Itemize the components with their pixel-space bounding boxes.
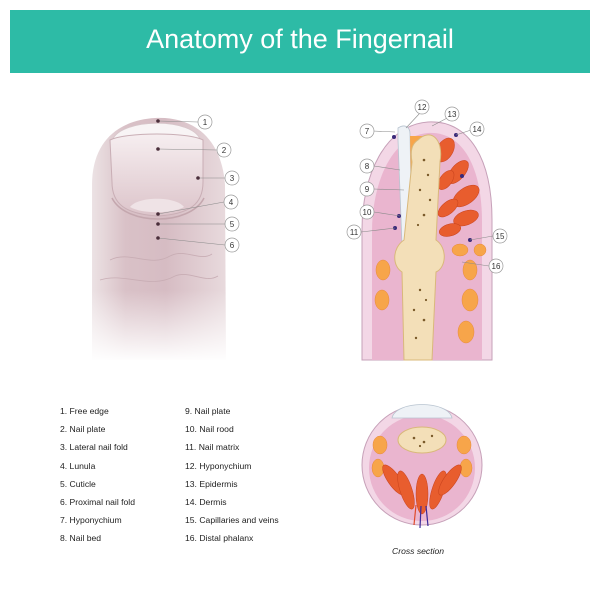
finger-callouts: 1 2 3 4 5 6 xyxy=(197,114,240,253)
section-callout-12: 12 xyxy=(414,99,430,115)
svg-text:13: 13 xyxy=(448,110,457,119)
svg-text:12: 12 xyxy=(418,103,427,112)
svg-text:1: 1 xyxy=(203,118,208,127)
finger-callout-1: 1 xyxy=(197,114,213,130)
svg-text:11: 11 xyxy=(350,228,359,237)
section-callout-7: 7 xyxy=(359,123,375,139)
skin-crease xyxy=(99,274,219,282)
distal-phalanx xyxy=(394,134,445,361)
legend-item: 3. Lateral nail fold xyxy=(60,442,128,453)
legend-item: 4. Lunula xyxy=(60,460,96,471)
cross-section-caption: Cross section xyxy=(392,546,445,556)
svg-text:4: 4 xyxy=(229,198,234,207)
cross-section xyxy=(361,404,483,529)
cross-marrow xyxy=(412,434,434,448)
svg-text:2: 2 xyxy=(222,146,227,155)
section-callout-8: 8 xyxy=(359,158,375,174)
svg-text:16: 16 xyxy=(492,262,501,271)
legend-item: 15. Capillaries and veins xyxy=(185,515,279,526)
cross-phalanx xyxy=(397,426,447,454)
svg-text:6: 6 xyxy=(230,241,235,250)
legend-item: 7. Hyponychium xyxy=(60,515,122,526)
svg-text:10: 10 xyxy=(363,208,372,217)
legend-right: 9. Nail plate 10. Nail rood 11. Nail mat… xyxy=(185,402,279,548)
legend-left: 1. Free edge 2. Nail plate 3. Lateral na… xyxy=(60,402,135,548)
cross-dermis xyxy=(369,415,475,521)
title-banner: Anatomy of the Fingernail xyxy=(10,10,590,73)
legend-item: 8. Nail bed xyxy=(60,533,102,544)
svg-text:14: 14 xyxy=(473,125,482,134)
finger-callout-2: 2 xyxy=(216,142,232,158)
legend-item: 9. Nail plate xyxy=(185,406,231,416)
legend-item: 14. Dermis xyxy=(185,496,227,507)
finger-fade xyxy=(88,290,230,362)
section-callout-15: 15 xyxy=(492,228,508,244)
page-title: Anatomy of the Fingernail xyxy=(146,24,454,54)
section-callout-16: 16 xyxy=(488,258,504,274)
cross-fat xyxy=(371,435,473,478)
section-callout-14: 14 xyxy=(469,121,485,137)
finger-callout-6: 6 xyxy=(224,237,240,253)
finger-illustration xyxy=(88,117,230,362)
finger-callout-5: 5 xyxy=(224,216,240,232)
svg-text:7: 7 xyxy=(365,127,370,136)
legend-item: 13. Epidermis xyxy=(185,478,238,489)
cross-vessels xyxy=(413,504,429,529)
muscle-fibers xyxy=(435,137,480,237)
bone-marrow xyxy=(412,158,432,340)
svg-text:8: 8 xyxy=(365,162,370,171)
finger-callout-3: 3 xyxy=(224,170,240,186)
section-callout-13: 13 xyxy=(444,106,460,122)
legend-item: 16. Distal phalanx xyxy=(185,533,254,544)
legend-item: 10. Nail rood xyxy=(185,424,234,435)
svg-text:3: 3 xyxy=(230,174,235,183)
cross-nail-plate xyxy=(391,404,453,419)
finger-callout-4: 4 xyxy=(223,194,239,210)
svg-text:5: 5 xyxy=(230,220,235,229)
nail-plate xyxy=(109,133,204,217)
finger-leaders xyxy=(157,120,226,246)
svg-text:9: 9 xyxy=(365,185,370,194)
svg-text:15: 15 xyxy=(496,232,505,241)
section-callout-9: 9 xyxy=(359,181,375,197)
fat-lobules xyxy=(374,243,487,344)
section-callout-11: 11 xyxy=(346,224,362,240)
legend-item: 1. Free edge xyxy=(60,406,109,416)
section-callout-10: 10 xyxy=(359,204,375,220)
legend-item: 12. Hyponychium xyxy=(185,460,252,471)
cross-muscle-fibers xyxy=(382,464,462,515)
longitudinal-section xyxy=(361,121,493,361)
legend-item: 2. Nail plate xyxy=(60,424,106,435)
legend-item: 11. Nail matrix xyxy=(185,442,240,453)
legend-item: 5. Cuticle xyxy=(60,478,96,489)
legend-item: 6. Proximal nail fold xyxy=(60,496,135,507)
cuticle xyxy=(111,197,205,220)
skin-crease xyxy=(109,253,213,261)
lunula xyxy=(130,198,184,213)
finger-dots xyxy=(156,119,200,240)
section-callouts: 7 12 13 14 8 9 10 11 15 16 xyxy=(346,99,508,274)
